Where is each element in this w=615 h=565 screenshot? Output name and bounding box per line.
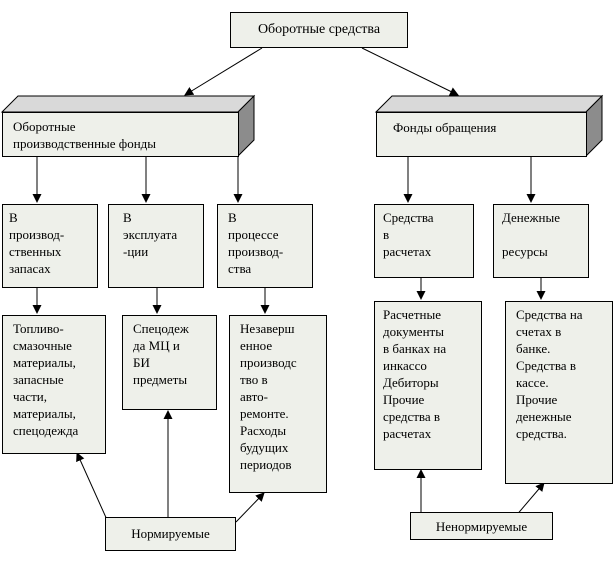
category-in-production: В процессе производ- ства: [217, 204, 313, 288]
category-in-settlements: Средства в расчетах: [374, 204, 474, 278]
arrow-normed-det3: [235, 492, 265, 523]
group-production: Оборотные производственные фонды: [2, 112, 239, 157]
detail-settlement-documents: Расчетные документы в банках на инкассо …: [374, 301, 482, 470]
label-non-normed: Ненормируемые: [410, 512, 553, 540]
arrow-title-circulation: [361, 47, 459, 96]
category-money-resources: Денежные ресурсы: [493, 204, 589, 278]
arrow-title-production: [184, 47, 263, 96]
circulation-box-3d: [374, 94, 604, 158]
detail-fuel-materials: Топливо- смазочные материалы, запасные ч…: [2, 315, 106, 454]
category-production-stocks: В производ- ственных запасах: [2, 204, 98, 288]
group-circulation: Фонды обращения: [376, 112, 587, 157]
detail-workwear: Спецодеж да МЦ и БИ предметы: [122, 315, 217, 410]
title-box: Оборотные средства: [230, 12, 408, 48]
detail-unfinished-production: Незаверш енное производс тво в авто- рем…: [229, 315, 327, 493]
detail-bank-cash: Средства на счетах в банке. Средства в к…: [505, 301, 613, 484]
arrow-normed-det1: [76, 452, 109, 523]
label-normed: Нормируемые: [105, 517, 236, 551]
category-in-operation: В эксплуата -ции: [108, 204, 204, 288]
